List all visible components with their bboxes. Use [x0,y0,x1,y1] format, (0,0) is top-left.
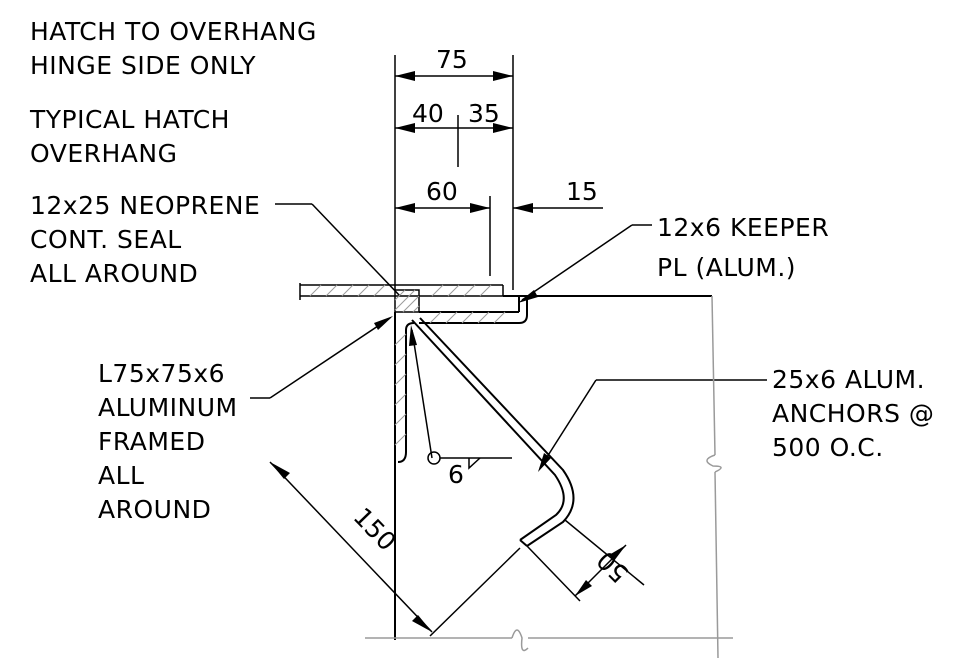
neoprene-seal [394,289,420,313]
note-typical-overhang-line1: TYPICAL HATCH [29,105,230,134]
note-angle-line4: ALL [98,461,144,490]
anchors-leader [538,379,767,472]
note-anchors-line3: 500 O.C. [772,433,884,462]
note-angle-line1: L75x75x6 [98,359,225,388]
note-keeper-line1: 12x6 KEEPER [657,213,829,242]
note-typical-overhang-line2: OVERHANG [30,139,177,168]
dimension-anchor-hook-label: 50 [591,545,634,588]
dimension-anchor-hook: 50 [526,519,645,602]
note-seal-line1: 12x25 NEOPRENE [30,191,260,220]
anchor-bar [411,317,575,547]
hatch-lid [299,283,504,300]
dimension-overall: 75 [394,45,514,290]
seal-leader [275,203,401,297]
dimension-gap-label: 15 [566,177,598,206]
dimension-gap: 15 [513,177,603,213]
weld-size-label: 6 [448,460,464,489]
dimension-anchor-length-label: 150 [348,502,402,556]
note-hatch-overhang-line2: HINGE SIDE ONLY [30,51,256,80]
frame-angle-and-keeper [394,295,712,640]
dimension-overall-label: 75 [436,45,468,74]
angle-leader [250,316,393,399]
dimension-right-part-label: 35 [468,99,500,128]
dimension-left-part-label: 40 [412,99,444,128]
note-keeper-line2: PL (ALUM.) [657,253,796,282]
note-anchors-line1: 25x6 ALUM. [772,365,925,394]
note-hatch-overhang-line1: HATCH TO OVERHANG [30,17,317,46]
dimension-overhang: 60 [395,177,491,276]
note-angle-line5: AROUND [98,495,211,524]
note-seal-line2: CONT. SEAL [30,225,182,254]
note-anchors-line2: ANCHORS @ [772,399,934,428]
keeper-leader [518,224,652,303]
concrete-outline [365,295,733,658]
note-angle-line2: ALUMINUM [98,393,238,422]
dimension-overhang-label: 60 [426,177,458,206]
weld-symbol: 6 [409,325,512,489]
dimension-split: 40 35 [395,99,513,167]
note-angle-line3: FRAMED [98,427,205,456]
note-seal-line3: ALL AROUND [30,259,198,288]
